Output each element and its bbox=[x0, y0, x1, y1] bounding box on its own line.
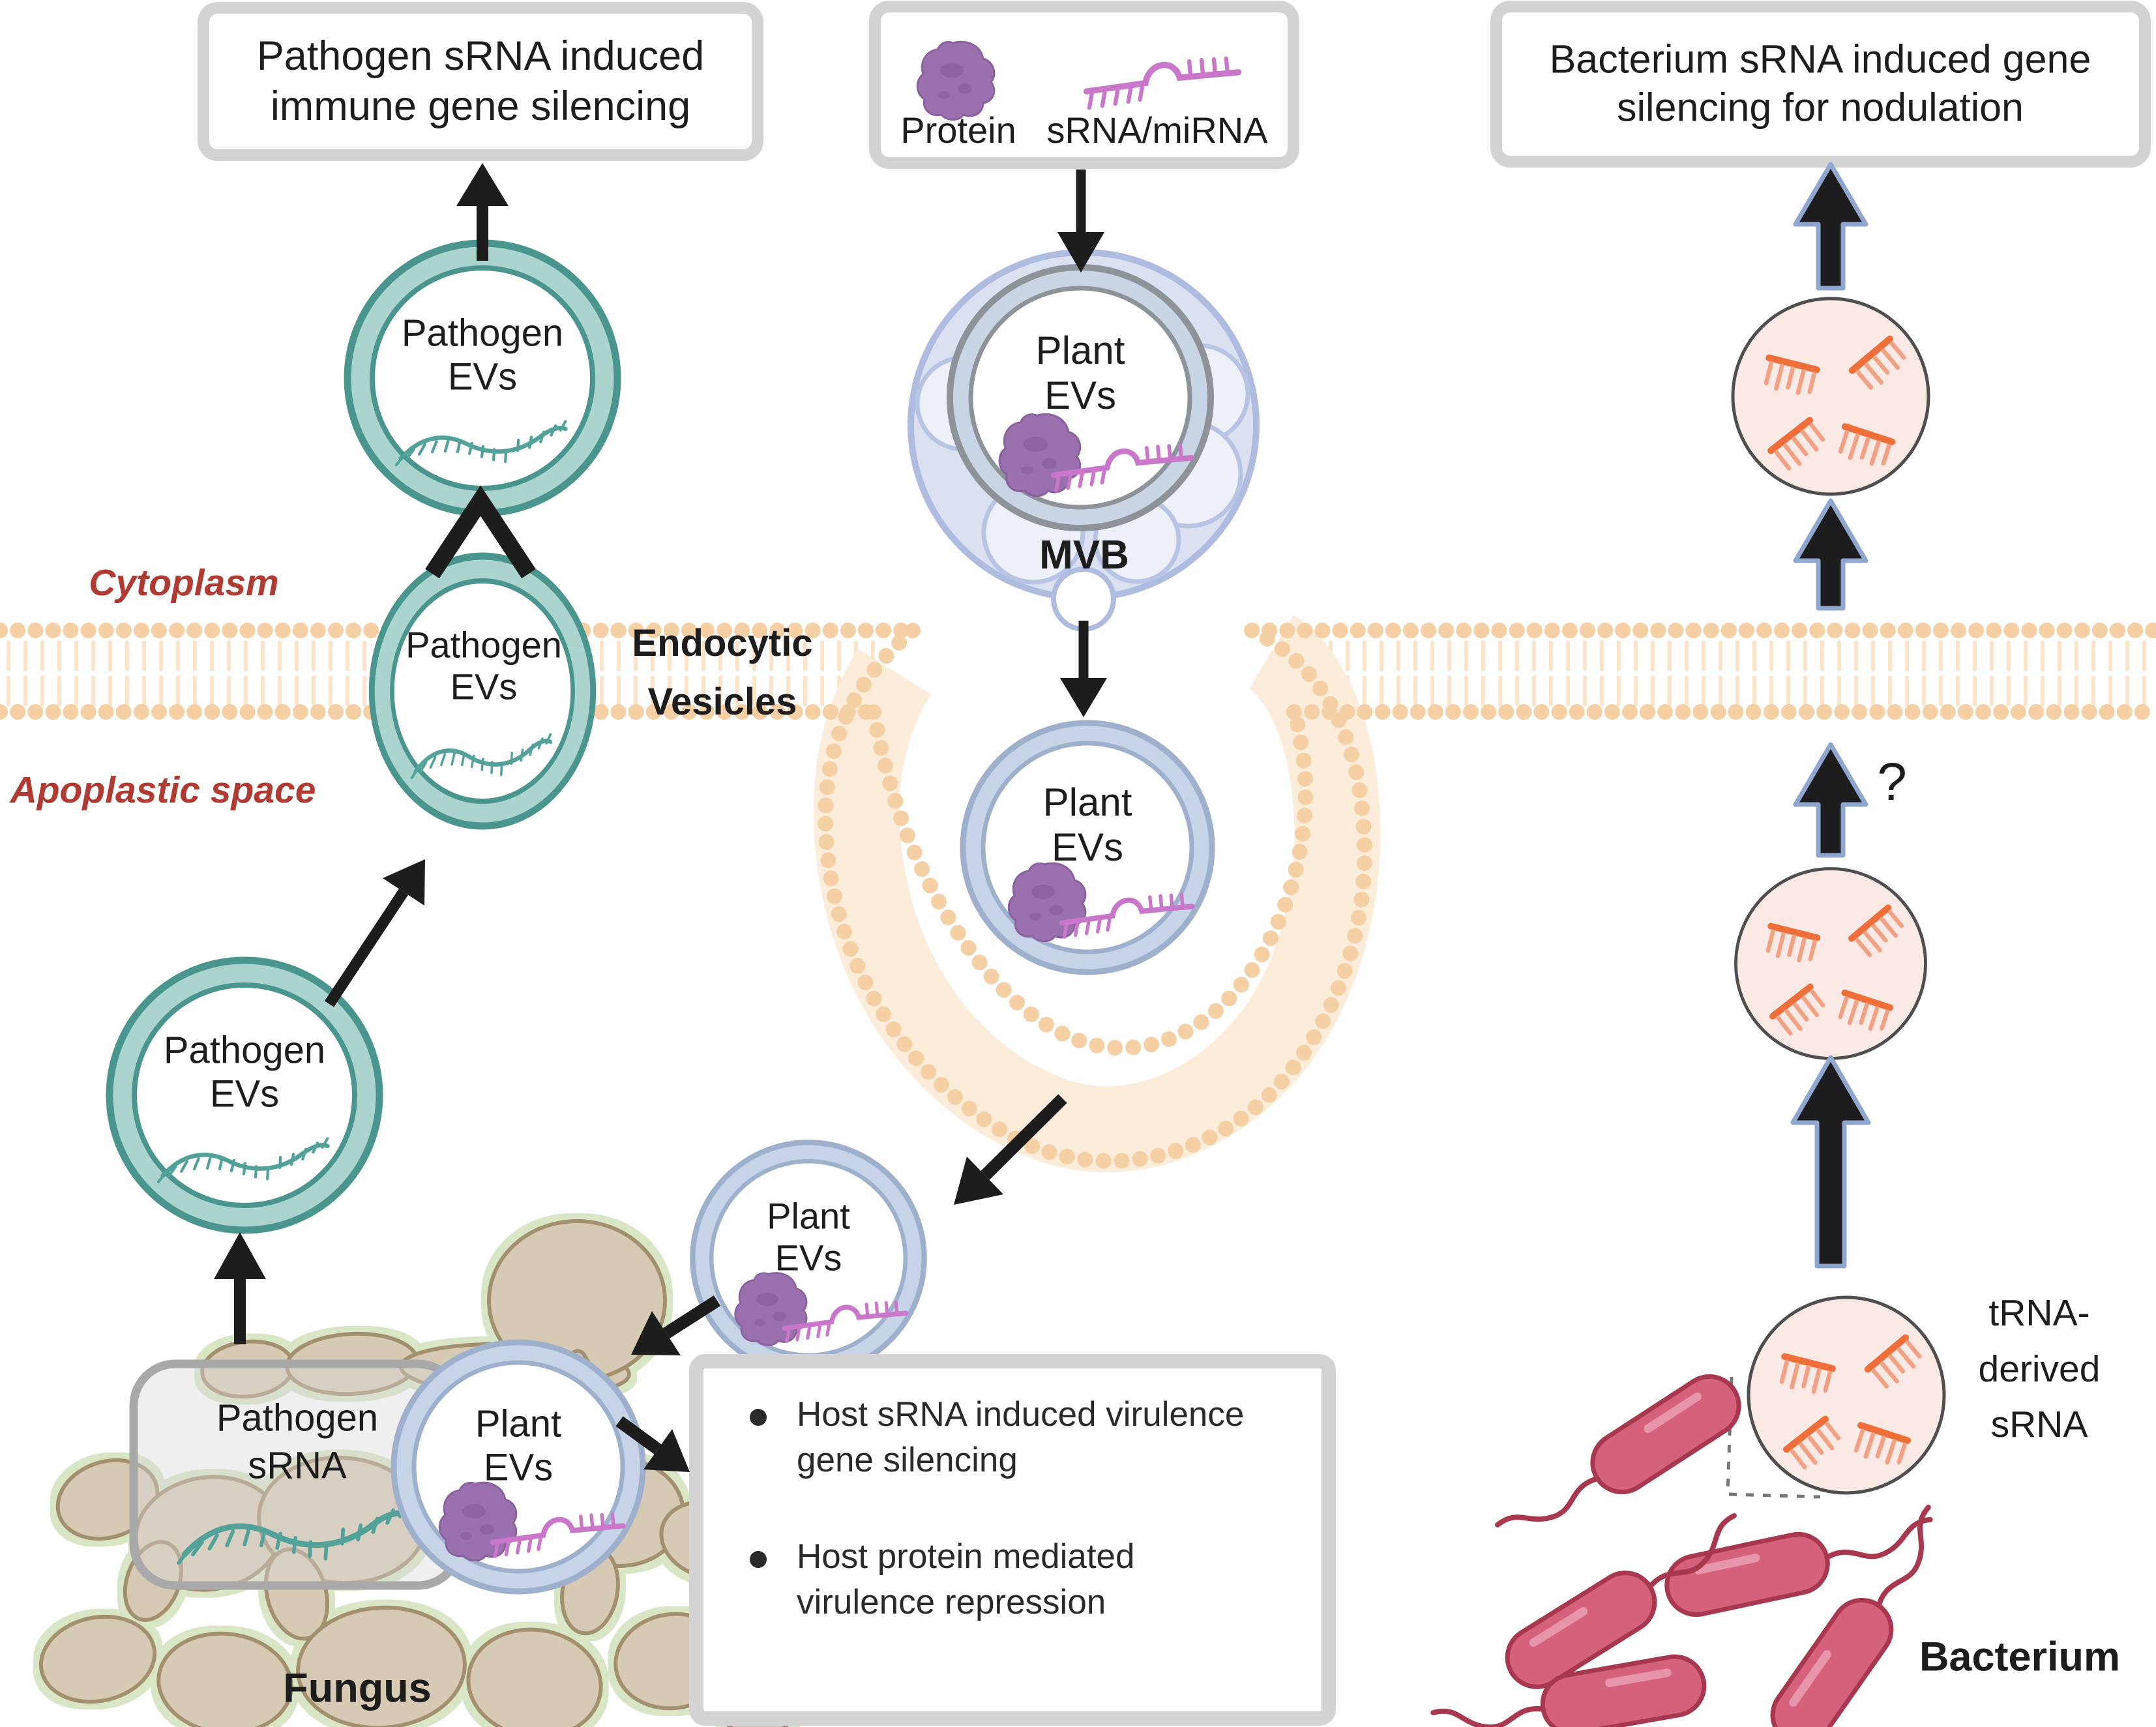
pathogen-evs-label-apoplast: Pathogen EVs bbox=[163, 1029, 326, 1115]
legend-rna-label: sRNA/miRNA bbox=[1046, 109, 1268, 151]
plant-evs-label-pocket: Plant EVs bbox=[1042, 780, 1132, 869]
arrows-black bbox=[214, 163, 1107, 1472]
box-bacterium-silencing-text: Bacterium sRNA induced gene silencing fo… bbox=[1549, 37, 2091, 130]
endocytic-vesicles-label: Endocytic Vesicles bbox=[632, 622, 813, 723]
plant-evs-label-free: Plant EVs bbox=[767, 1195, 850, 1278]
legend-protein-label: Protein bbox=[900, 109, 1016, 151]
question-mark-label: ? bbox=[1877, 752, 1907, 812]
pathogen-srna-label: Pathogen sRNA bbox=[216, 1396, 379, 1487]
trna-vesicle-cytoplasm bbox=[1733, 299, 1928, 494]
host-effect-text: Host protein mediated virulence repressi… bbox=[797, 1537, 1135, 1621]
apoplastic-space-label: Apoplastic space bbox=[10, 769, 316, 812]
host-effects-list: Host sRNA induced virulence gene silenci… bbox=[750, 1392, 1271, 1625]
pathogen-evs-label-top: Pathogen EVs bbox=[401, 312, 564, 398]
fungus-label: Fungus bbox=[283, 1665, 432, 1711]
plasma-membrane-icon bbox=[0, 615, 2156, 1173]
box-pathogen-silencing-text: Pathogen sRNA induced immune gene silenc… bbox=[256, 33, 705, 129]
box-pathogen-silencing bbox=[198, 2, 763, 161]
list-item: Host protein mediated virulence repressi… bbox=[750, 1534, 1271, 1625]
box-protein-srna-legend bbox=[869, 1, 1299, 169]
plant-evs-label-mvb: Plant EVs bbox=[1035, 329, 1125, 417]
bacterium-icon bbox=[1490, 1365, 1750, 1563]
bacterium-label: Bacterium bbox=[1919, 1634, 2121, 1680]
host-effect-text: Host sRNA induced virulence gene silenci… bbox=[797, 1395, 1245, 1479]
list-item: Host sRNA induced virulence gene silenci… bbox=[750, 1392, 1271, 1483]
pathogen-evs-label-membrane: Pathogen EVs bbox=[406, 624, 562, 707]
trna-vesicle-bacterium bbox=[1749, 1297, 1944, 1493]
mvb-label: MVB bbox=[1039, 533, 1129, 578]
bullet-dot bbox=[750, 1550, 767, 1568]
box-host-effects bbox=[689, 1354, 1336, 1726]
cytoplasm-label: Cytoplasm bbox=[89, 562, 279, 604]
bullet-dot bbox=[750, 1409, 767, 1426]
trna-vesicle-apoplast bbox=[1736, 869, 1926, 1059]
trna-derived-srna-label: tRNA-derived sRNA bbox=[1978, 1292, 2101, 1445]
plant-evs-label-fungus: Plant EVs bbox=[475, 1402, 562, 1488]
box-bacterium-silencing bbox=[1490, 1, 2151, 168]
arrows-blue-outline bbox=[1790, 162, 1871, 1269]
